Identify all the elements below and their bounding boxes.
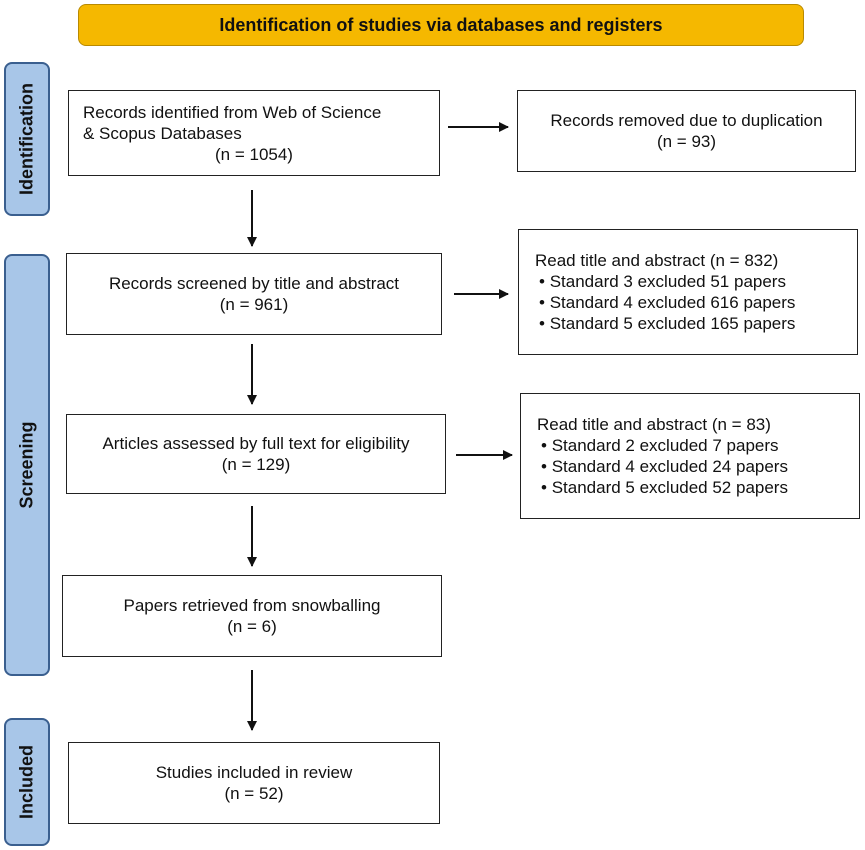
full-text-text: Articles assessed by full text for eligi…: [102, 434, 410, 453]
screen-exclusions-box: Read title and abstract (n = 832) • Stan…: [518, 229, 858, 355]
section-identification: Identification: [4, 62, 50, 216]
records-screened-text: Records screened by title and abstract: [108, 274, 400, 293]
records-removed-count: (n = 93): [656, 132, 717, 151]
included-count: (n = 52): [224, 784, 284, 803]
fulltext-exclusion-item: • Standard 5 excluded 52 papers: [541, 478, 788, 497]
fulltext-exclusion-item: • Standard 4 excluded 24 papers: [541, 457, 788, 476]
records-identified-text-1: Records identified from Web of Science: [83, 102, 382, 122]
fulltext-exclusion-item: • Standard 2 excluded 7 papers: [541, 436, 779, 455]
screen-exclusion-item: • Standard 5 excluded 165 papers: [539, 314, 796, 333]
full-text-box: Articles assessed by full text for eligi…: [66, 414, 446, 494]
header-banner-text: Identification of studies via databases …: [219, 14, 663, 35]
header-banner: Identification of studies via databases …: [78, 4, 804, 46]
records-removed-text: Records removed due to duplication: [550, 111, 823, 130]
snowballing-text: Papers retrieved from snowballing: [123, 596, 381, 615]
records-screened-box: Records screened by title and abstract (…: [66, 253, 442, 335]
snowballing-box: Papers retrieved from snowballing (n = 6…: [62, 575, 442, 657]
screen-exclusion-item: • Standard 3 excluded 51 papers: [539, 272, 786, 291]
records-identified-text-2: & Scopus Databases: [83, 123, 242, 143]
fulltext-exclusion-text: Standard 4 excluded 24 papers: [551, 457, 788, 476]
records-identified-count: (n = 1054): [215, 144, 293, 164]
full-text-count: (n = 129): [221, 455, 291, 474]
screen-exclusion-text: Standard 4 excluded 616 papers: [549, 293, 796, 312]
records-screened-count: (n = 961): [219, 295, 289, 314]
snowballing-count: (n = 6): [227, 617, 277, 636]
included-text: Studies included in review: [155, 763, 353, 782]
records-removed-box: Records removed due to duplication (n = …: [517, 90, 856, 172]
screen-exclusion-item: • Standard 4 excluded 616 papers: [539, 293, 796, 312]
included-box: Studies included in review (n = 52): [68, 742, 440, 824]
section-screening: Screening: [4, 254, 50, 676]
fulltext-exclusions-title: Read title and abstract (n = 83): [537, 415, 771, 434]
fulltext-exclusion-text: Standard 2 excluded 7 papers: [551, 436, 779, 455]
screen-exclusion-text: Standard 3 excluded 51 papers: [549, 272, 786, 291]
fulltext-exclusion-text: Standard 5 excluded 52 papers: [551, 478, 788, 497]
screen-exclusion-text: Standard 5 excluded 165 papers: [549, 314, 796, 333]
records-identified-box: Records identified from Web of Science &…: [68, 90, 440, 176]
fulltext-exclusions-box: Read title and abstract (n = 83) • Stand…: [520, 393, 860, 519]
section-included: Included: [4, 718, 50, 846]
screen-exclusions-title: Read title and abstract (n = 832): [535, 251, 779, 270]
